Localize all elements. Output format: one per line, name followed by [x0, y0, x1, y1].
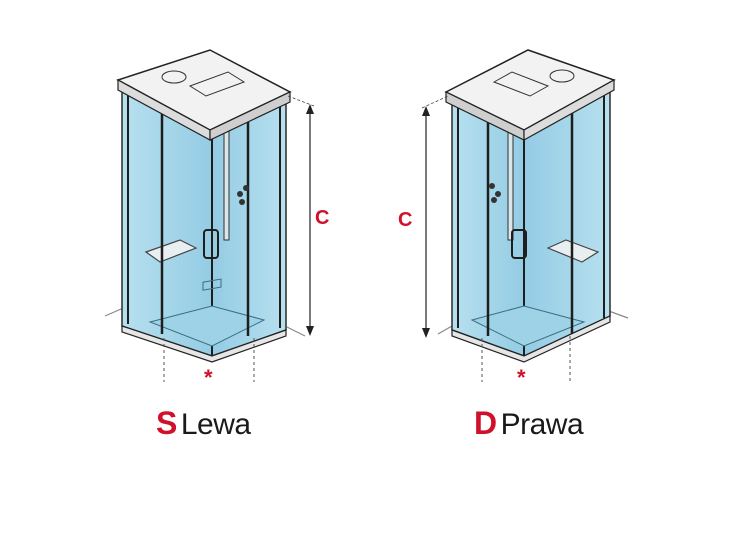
left-control-knob-1: [237, 191, 243, 197]
left-entry-marker: *: [204, 365, 213, 390]
left-shower-cabin: [104, 49, 315, 382]
right-shower-cabin: [421, 49, 629, 382]
right-control-knob-3: [491, 197, 497, 203]
right-dim-arrow-bottom: [422, 328, 430, 338]
right-dimension-label: C: [398, 209, 413, 231]
right-dim-arrow-top: [422, 106, 430, 116]
right-control-knob-1: [489, 183, 495, 189]
right-top-panel-edge-side: [523, 78, 615, 142]
right-shower-column: [507, 129, 514, 241]
left-dimension-label: C: [315, 207, 330, 229]
left-dim-arrow-top: [306, 104, 314, 114]
right-variant-letter: D: [474, 405, 497, 441]
left-control-knob-3: [239, 199, 245, 205]
right-door-handle: [511, 229, 527, 259]
right-entry-marker: *: [517, 365, 526, 390]
right-variant-label: Prawa: [500, 408, 584, 441]
right-shower-tray: [470, 305, 586, 347]
left-wall-outline-right: [286, 326, 306, 337]
left-shower-tray: [148, 305, 266, 347]
left-dim-arrow-bottom: [306, 326, 314, 336]
right-dim-ext-top: [421, 95, 449, 109]
left-top-fan: [161, 70, 187, 84]
right-base: [451, 315, 611, 363]
right-control-knob-2: [495, 191, 501, 197]
left-door-handle: [203, 229, 219, 259]
left-shower-column: [223, 129, 230, 241]
left-top-panel-edge-side: [209, 91, 291, 141]
left-control-knob-2: [243, 185, 249, 191]
left-top-recess: [188, 71, 246, 97]
right-top-fan: [549, 69, 575, 83]
right-top-recess: [492, 71, 550, 97]
left-seat: [144, 239, 198, 263]
right-wall-outline: [437, 325, 453, 335]
left-base: [121, 325, 287, 363]
left-variant-label: Lewa: [180, 408, 251, 441]
left-drain: [202, 278, 222, 291]
left-variant-letter: S: [156, 405, 177, 441]
